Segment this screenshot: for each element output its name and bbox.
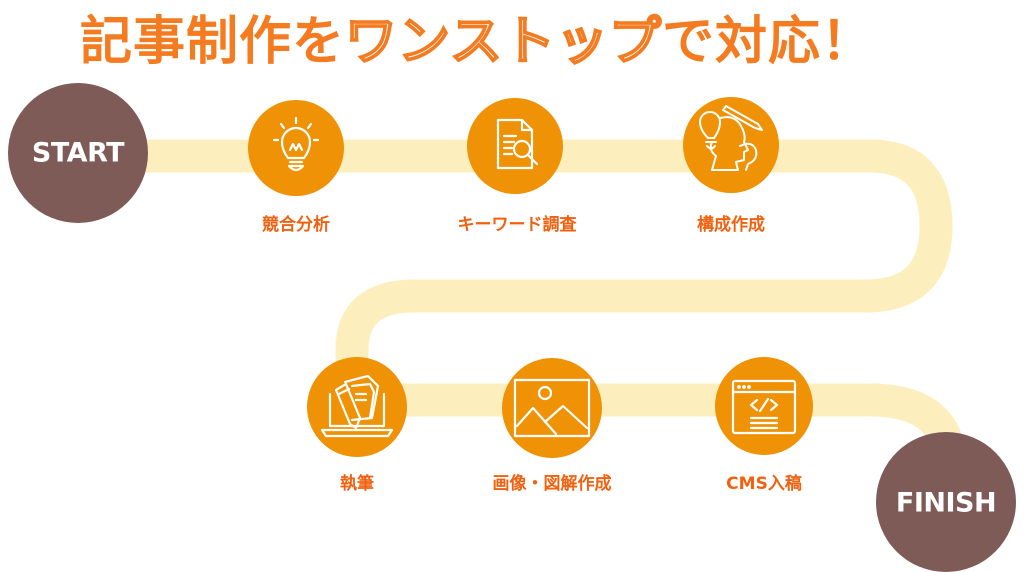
start-circle	[8, 83, 148, 223]
title-part-1: 記事制作を	[80, 11, 346, 72]
step-circle-image	[502, 358, 602, 458]
code-window-icon	[731, 379, 797, 435]
finish-label: FINISH	[895, 487, 997, 519]
step-circle-writing	[307, 357, 407, 457]
step-circle-structure	[683, 97, 779, 193]
idea-head-icon	[699, 105, 763, 171]
start-label: START	[31, 137, 125, 169]
page-title: 記事制作をワンストップで対応！	[80, 4, 874, 73]
step-label-competitor-analysis: 競合分析	[262, 215, 330, 235]
step-label-structure: 構成作成	[697, 215, 765, 235]
finish-circle	[876, 432, 1016, 572]
image-icon	[513, 378, 591, 438]
step-label-writing: 執筆	[340, 474, 374, 494]
lightbulb-icon	[272, 116, 320, 172]
laptop-writing-icon	[320, 374, 394, 438]
title-part-2-outlined: ワンストップ	[344, 11, 662, 73]
step-label-keyword-research: キーワード調査	[457, 215, 577, 235]
title-part-3: で対応！	[661, 11, 874, 72]
document-search-icon	[496, 118, 539, 170]
step-label-image: 画像・図解作成	[492, 474, 612, 494]
step-label-cms: CMS入稿	[726, 474, 802, 494]
